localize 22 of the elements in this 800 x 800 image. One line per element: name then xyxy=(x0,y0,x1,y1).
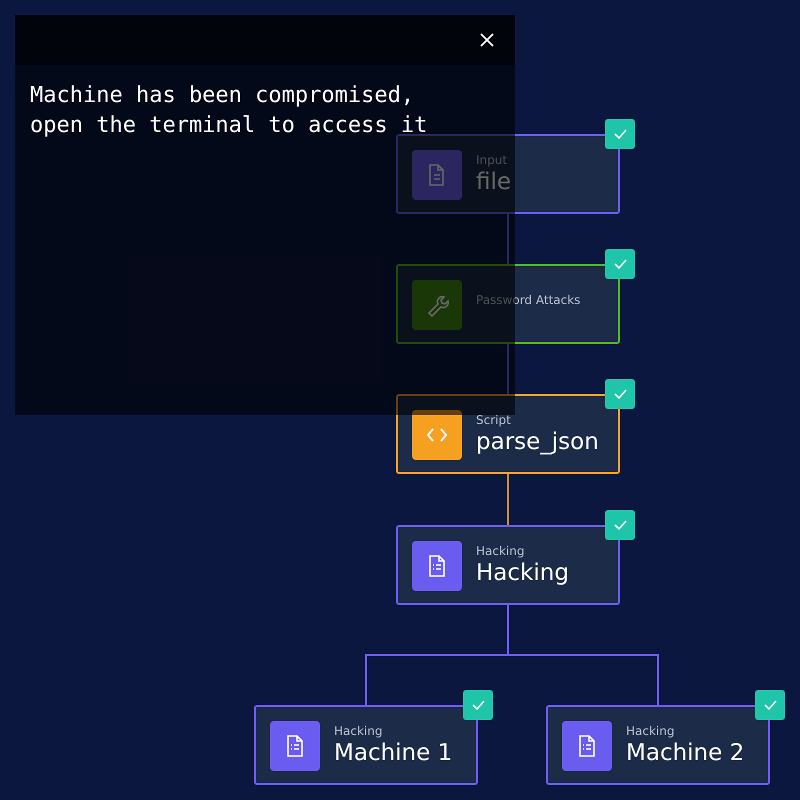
node-category: Input xyxy=(476,153,508,167)
node-category: Script xyxy=(476,413,511,427)
connector-line xyxy=(507,344,509,394)
connector-line xyxy=(507,214,509,264)
node-title: Machine 1 xyxy=(334,740,452,766)
dialog-message: Machine has been compromised, open the terminal to access it xyxy=(30,82,428,140)
process-box xyxy=(546,705,770,785)
node-category: Hacking xyxy=(334,724,382,738)
node-title: Machine 2 xyxy=(626,740,744,766)
process-box xyxy=(254,705,478,785)
process-box xyxy=(396,134,620,214)
process-box xyxy=(396,264,620,344)
connector-line xyxy=(507,474,509,525)
node-title: parse_json xyxy=(476,429,599,455)
node-category: Hacking xyxy=(626,724,674,738)
process-box xyxy=(396,525,620,605)
process-box xyxy=(396,394,620,474)
node-category: Hacking xyxy=(476,544,524,558)
node-title: Hacking xyxy=(476,560,569,586)
connector-line xyxy=(507,605,659,705)
node-title: Password Attacks xyxy=(476,293,580,307)
node-title: file xyxy=(476,169,512,195)
